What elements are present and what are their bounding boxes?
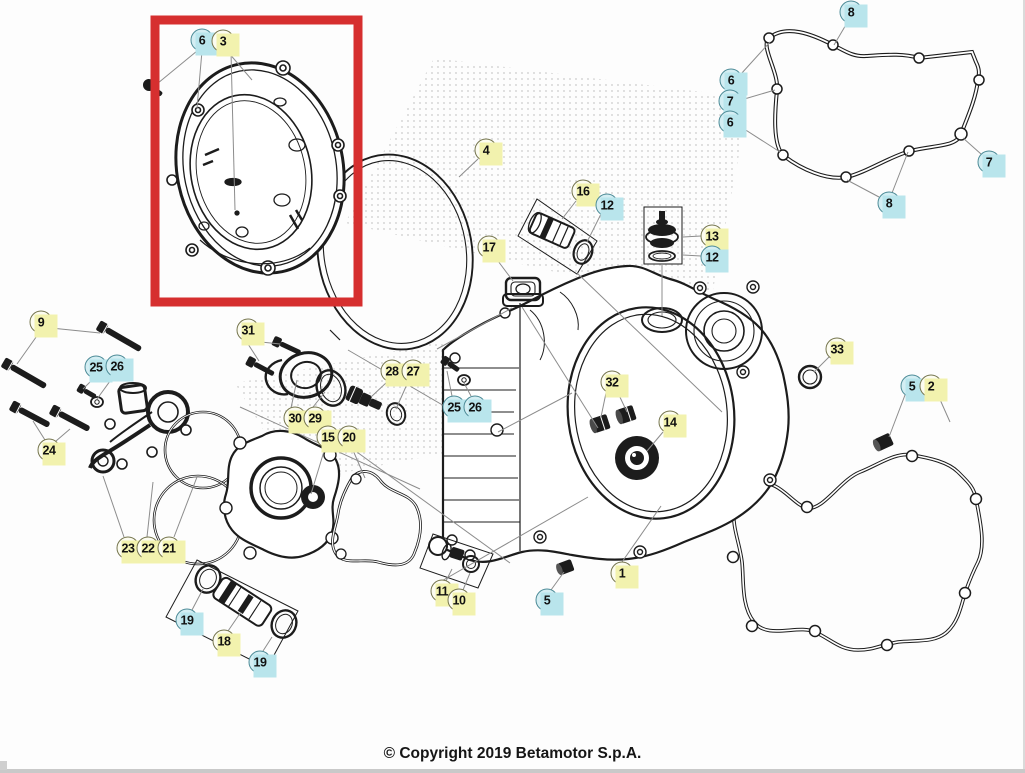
part-callout-8[interactable]: 8 xyxy=(877,191,906,219)
part-callout-2[interactable]: 2 xyxy=(919,374,948,402)
selected-part-highlight xyxy=(150,15,363,307)
part-callout-7[interactable]: 7 xyxy=(977,150,1006,178)
clutch-cover-oval-gasket xyxy=(316,153,474,351)
mounting-bolts xyxy=(1,320,460,432)
part-callout-20[interactable]: 20 xyxy=(337,425,366,453)
part-callout-4[interactable]: 4 xyxy=(474,138,503,166)
part-callout-19[interactable]: 19 xyxy=(175,608,204,636)
thermostat-box xyxy=(643,206,683,265)
part-callout-25[interactable]: 25 xyxy=(84,355,113,383)
part-callout-26[interactable]: 26 xyxy=(463,395,492,423)
dowel-pin-5-right xyxy=(872,433,894,452)
part-callout-8[interactable]: 8 xyxy=(839,0,868,28)
bearing-kit-box xyxy=(517,198,598,275)
part-callout-10[interactable]: 10 xyxy=(447,588,476,616)
part-callout-18[interactable]: 18 xyxy=(212,629,241,657)
washers-26 xyxy=(90,374,471,408)
part-callout-15[interactable]: 15 xyxy=(316,425,345,453)
drain-plug-kit-box xyxy=(419,533,494,589)
oil-seal-14 xyxy=(615,436,659,480)
water-pump-housing xyxy=(88,382,192,474)
part-callout-16[interactable]: 16 xyxy=(571,179,600,207)
part-callout-6[interactable]: 6 xyxy=(719,68,748,96)
part-callout-25[interactable]: 25 xyxy=(442,395,471,423)
part-callout-3[interactable]: 3 xyxy=(211,29,240,57)
part-callout-6[interactable]: 6 xyxy=(190,28,219,56)
page-bottom-border xyxy=(0,769,1025,773)
bearing-housing-group xyxy=(264,351,407,426)
part-callout-17[interactable]: 17 xyxy=(477,235,506,263)
part-callout-21[interactable]: 21 xyxy=(157,536,186,564)
part-callout-9[interactable]: 9 xyxy=(29,310,58,338)
copyright-text: © Copyright 2019 Betamotor S.p.A. xyxy=(383,745,642,762)
part-callout-31[interactable]: 31 xyxy=(236,318,265,346)
part-callout-33[interactable]: 33 xyxy=(825,337,854,365)
part-callout-19[interactable]: 19 xyxy=(248,650,277,678)
o-ring-33 xyxy=(797,364,823,390)
part-callout-32[interactable]: 32 xyxy=(600,370,629,398)
pump-cover-gasket xyxy=(331,470,422,567)
part-callout-13[interactable]: 13 xyxy=(700,224,729,252)
crankcase-gasket-top-right xyxy=(763,29,985,183)
page-right-border xyxy=(1023,0,1025,773)
part-callout-7[interactable]: 7 xyxy=(718,89,747,117)
bushings-32 xyxy=(589,405,637,434)
part-callout-6[interactable]: 6 xyxy=(718,110,747,138)
rubber-cap-17 xyxy=(502,276,544,307)
page-corner-mark xyxy=(0,761,7,770)
part-callout-24[interactable]: 24 xyxy=(37,438,66,466)
pump-shaft-kit-box xyxy=(165,559,299,669)
part-callout-12[interactable]: 12 xyxy=(700,245,729,273)
part-callout-27[interactable]: 27 xyxy=(401,359,430,387)
part-callout-26[interactable]: 26 xyxy=(105,354,134,382)
part-callout-5[interactable]: 5 xyxy=(535,588,564,616)
part-callout-28[interactable]: 28 xyxy=(380,359,409,387)
part-callout-22[interactable]: 22 xyxy=(136,536,165,564)
clutch-cover-gasket-right xyxy=(726,449,984,652)
part-callout-14[interactable]: 14 xyxy=(658,410,687,438)
part-callout-12[interactable]: 12 xyxy=(595,193,624,221)
dowel-pin-5-bottom xyxy=(556,559,575,576)
part-callout-1[interactable]: 1 xyxy=(610,561,639,589)
